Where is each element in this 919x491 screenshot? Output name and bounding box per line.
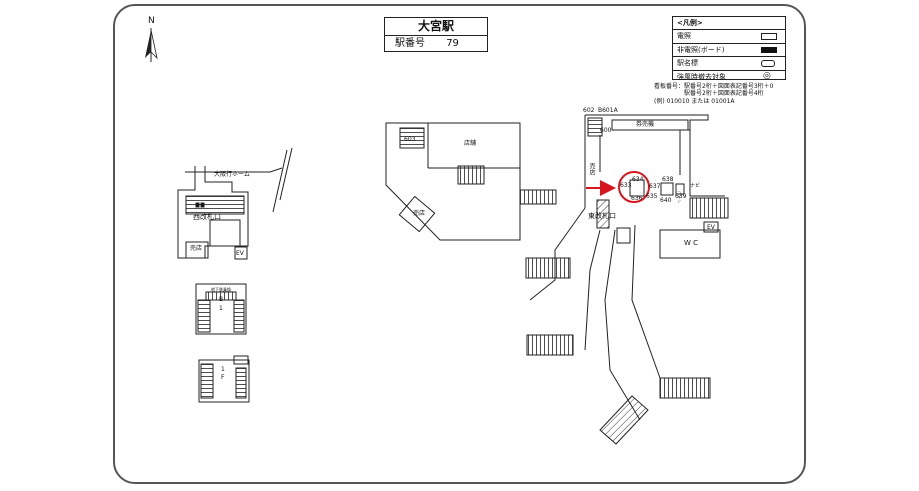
center-building xyxy=(385,122,557,241)
center-shop-label: 売店 xyxy=(413,210,426,217)
sign-number: 602 xyxy=(583,107,595,114)
coin-label: コイン xyxy=(677,191,682,203)
legend-item-station-sign: 駅名標 xyxy=(673,57,785,71)
highlight-circle xyxy=(618,171,650,203)
rounded-plate-icon xyxy=(761,60,775,68)
solid-rect-icon xyxy=(761,46,777,53)
station-title-box: 大宮駅 駅番号 79 xyxy=(384,17,488,52)
ticket-machine-label: 券売機 xyxy=(636,121,655,128)
west-concourse xyxy=(177,147,293,260)
legend-item-lit: 電照 xyxy=(673,30,785,44)
compass-label: N xyxy=(148,16,155,26)
sign-number: 640 xyxy=(660,197,672,204)
west-ev-label: EV xyxy=(236,250,244,257)
legend-label: 非電照(ボード) xyxy=(677,45,725,54)
sign-number: 634 xyxy=(632,176,644,183)
legend-item-wind-removal: 強風時撤去対象 ◎ xyxy=(673,71,785,83)
sign-number: 639 xyxy=(675,193,687,200)
legend-header: <凡例> xyxy=(673,17,785,31)
station-number: 79 xyxy=(446,38,459,49)
note-line: (例) 010010 または 01001A xyxy=(654,97,735,105)
double-circle-icon: ◎ xyxy=(763,70,771,81)
legend-item-unlit: 非電照(ボード) xyxy=(673,44,785,58)
west-platform-label: 大阪行ホーム xyxy=(214,171,250,178)
east-ev-label: EV xyxy=(707,224,715,231)
sign-number: B601A xyxy=(598,107,618,114)
f1-label-b: F xyxy=(221,374,225,381)
east-concourse xyxy=(525,114,729,445)
east-gate-label: 東改札口 xyxy=(588,212,616,220)
sign-number: 636 xyxy=(631,195,643,202)
navi-label: ナビ xyxy=(690,183,701,189)
sign-number: 635 xyxy=(646,193,658,200)
b1-transfer-block xyxy=(195,283,247,335)
f1-block xyxy=(198,355,250,403)
west-shop-label: 売店 xyxy=(190,245,203,252)
outline-rect-icon xyxy=(761,33,777,41)
sign-number-note: 看板番号：駅番号2桁＋図面表記番号3桁＋0 駅番号2桁＋図面表記番号4桁 (例)… xyxy=(654,83,773,105)
b1-label-a: B xyxy=(219,296,224,303)
sign-number: 600 xyxy=(600,127,612,134)
b1-label-b: 1 xyxy=(219,305,223,312)
legend-box: <凡例> 電照 非電照(ボード) 駅名標 強風時撤去対象 ◎ xyxy=(672,16,786,83)
f1-label-a: 1 xyxy=(221,366,225,373)
sign-number: 637 xyxy=(649,183,661,190)
sign-number: 633 xyxy=(620,182,632,189)
west-gate-label: 西改札口 xyxy=(193,213,221,221)
sign-number: 603 xyxy=(404,136,416,143)
note-line: 駅番号2桁＋図面表記番号4桁 xyxy=(684,90,764,98)
center-store-label: 店舗 xyxy=(464,140,477,147)
sign-number: 638 xyxy=(662,176,674,183)
note-line: 看板番号：駅番号2桁＋図面表記番号3桁＋0 xyxy=(654,83,774,90)
wc-label: W C xyxy=(684,239,699,247)
b1-small-label: 地下鉄乗換 xyxy=(211,287,231,292)
map-frame xyxy=(113,4,806,484)
station-number-label: 駅番号 xyxy=(395,38,425,49)
legend-label: 強風時撤去対象 xyxy=(677,72,726,81)
compass-icon xyxy=(145,28,158,62)
legend-label: 電照 xyxy=(677,32,691,41)
legend-label: 駅名標 xyxy=(677,59,698,68)
station-name: 大宮駅 xyxy=(385,18,487,36)
east-shop-label: 売店 xyxy=(588,163,595,175)
station-number-row: 駅番号 79 xyxy=(385,36,487,52)
